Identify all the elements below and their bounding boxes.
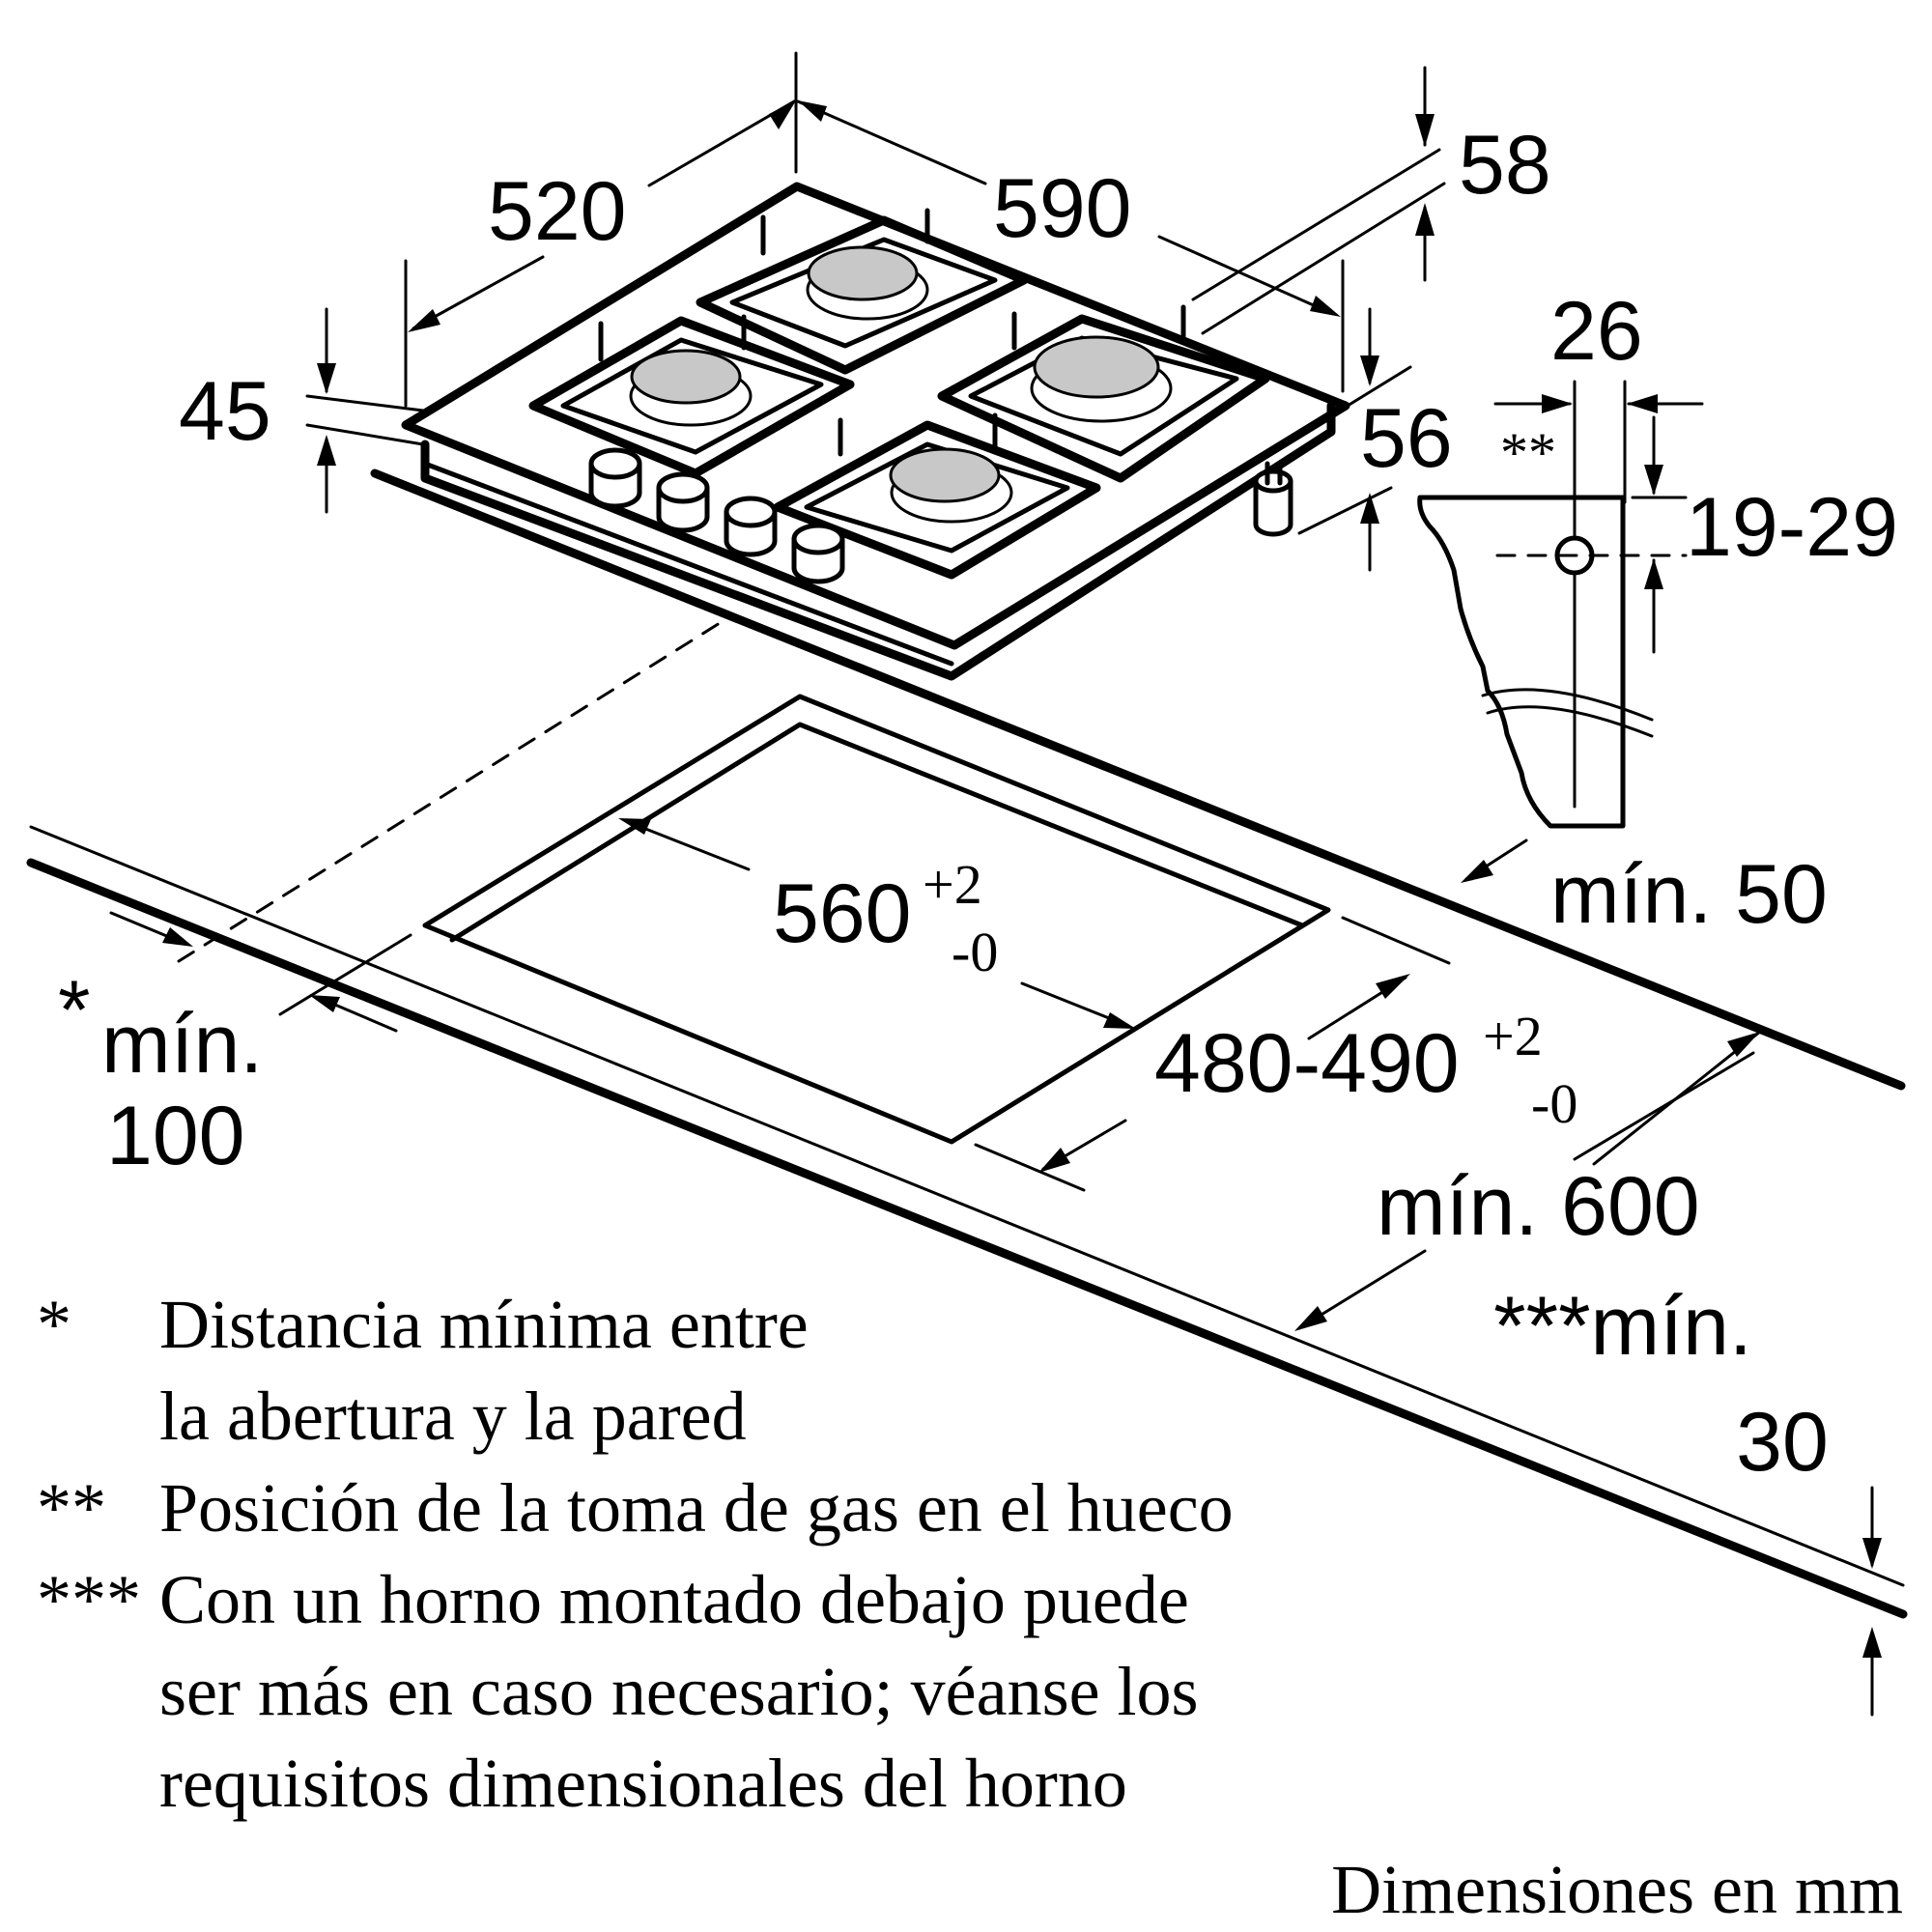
knob-1 — [588, 447, 642, 509]
note-3-line-2: ser más en caso necesario; véanse los — [159, 1653, 1199, 1730]
knob-3 — [724, 496, 778, 557]
control-knobs — [588, 447, 845, 584]
dim-cutout-depth-tol-plus: +2 — [1483, 1005, 1543, 1067]
dim-min-back: mín. 50 — [1550, 848, 1828, 941]
dim-width: 590 — [993, 162, 1132, 255]
burner-right — [1030, 335, 1173, 423]
note-1-line-1: Distancia mínima entre — [159, 1286, 809, 1363]
dim-cutout-width-tol-plus: +2 — [923, 853, 982, 916]
note-2-line-1: Posición de la toma de gas en el hueco — [159, 1469, 1234, 1547]
hob-body — [420, 401, 1336, 681]
knob-4 — [791, 523, 845, 584]
dim-min-bottom-value: 30 — [1736, 1396, 1829, 1489]
footnotes: * Distancia mínima entre la abertura y l… — [37, 1286, 1903, 1928]
dim-gas-height: 56 — [1360, 392, 1453, 485]
dim-connection-range: 19-29 — [1686, 481, 1898, 574]
note-3-line-1: Con un horno montado debajo puede — [159, 1561, 1189, 1638]
dim-cutout-depth-tol-minus: -0 — [1531, 1072, 1577, 1135]
countertop-side-hidden-edge — [177, 621, 722, 963]
dim-min-front: mín. 600 — [1377, 1160, 1700, 1253]
burner-front — [889, 447, 1013, 524]
countertop-back-edge — [370, 469, 1906, 1091]
cutout-outer — [422, 694, 1331, 1145]
knob-2 — [656, 471, 710, 533]
dim-min-side-star: * — [58, 964, 90, 1057]
gas-connection-detail — [1417, 380, 1704, 829]
cutout — [422, 694, 1331, 1145]
gas-connector — [1253, 461, 1293, 537]
dim-min-side-value: 100 — [106, 1090, 245, 1182]
countertop-front-edge — [26, 858, 1908, 1619]
dim-cutout-width: 560 — [773, 867, 912, 960]
dimension-lines — [109, 51, 1882, 1717]
burner-back — [806, 245, 929, 321]
dim-height-left: 45 — [179, 365, 271, 458]
dim-min-bottom-label: ***mín. — [1493, 1280, 1752, 1373]
dim-height-top: 58 — [1459, 119, 1551, 212]
note-2-marker: ** — [37, 1469, 106, 1547]
note-1-line-2: la abertura y la pared — [159, 1378, 747, 1455]
hob — [401, 182, 1350, 681]
note-3-line-3: requisitos dimensionales del horno — [159, 1745, 1127, 1822]
dim-cutout-depth: 480-490 — [1154, 1017, 1460, 1110]
burner-left — [629, 349, 753, 427]
connection-marker: ** — [1500, 421, 1556, 484]
note-3-marker: *** — [37, 1561, 141, 1638]
countertop — [26, 469, 1908, 1619]
units-note: Dimensiones en mm — [1331, 1851, 1903, 1928]
cutout-inner-back — [449, 722, 1305, 943]
dim-min-side-label: mín. — [101, 998, 263, 1091]
hob-front-lip — [422, 461, 954, 667]
hob-top-plate — [401, 182, 1350, 650]
note-1-marker: * — [37, 1286, 71, 1363]
countertop-front-top-edge — [29, 825, 1905, 1587]
dim-connection-offset: 26 — [1550, 285, 1643, 378]
dim-depth: 520 — [488, 165, 627, 258]
dim-cutout-width-tol-minus: -0 — [952, 921, 998, 983]
dimension-labels: 520 590 58 45 56 26 ** 19-29 560 +2 -0 4… — [58, 119, 1898, 1489]
pan-support-front — [773, 412, 1101, 580]
